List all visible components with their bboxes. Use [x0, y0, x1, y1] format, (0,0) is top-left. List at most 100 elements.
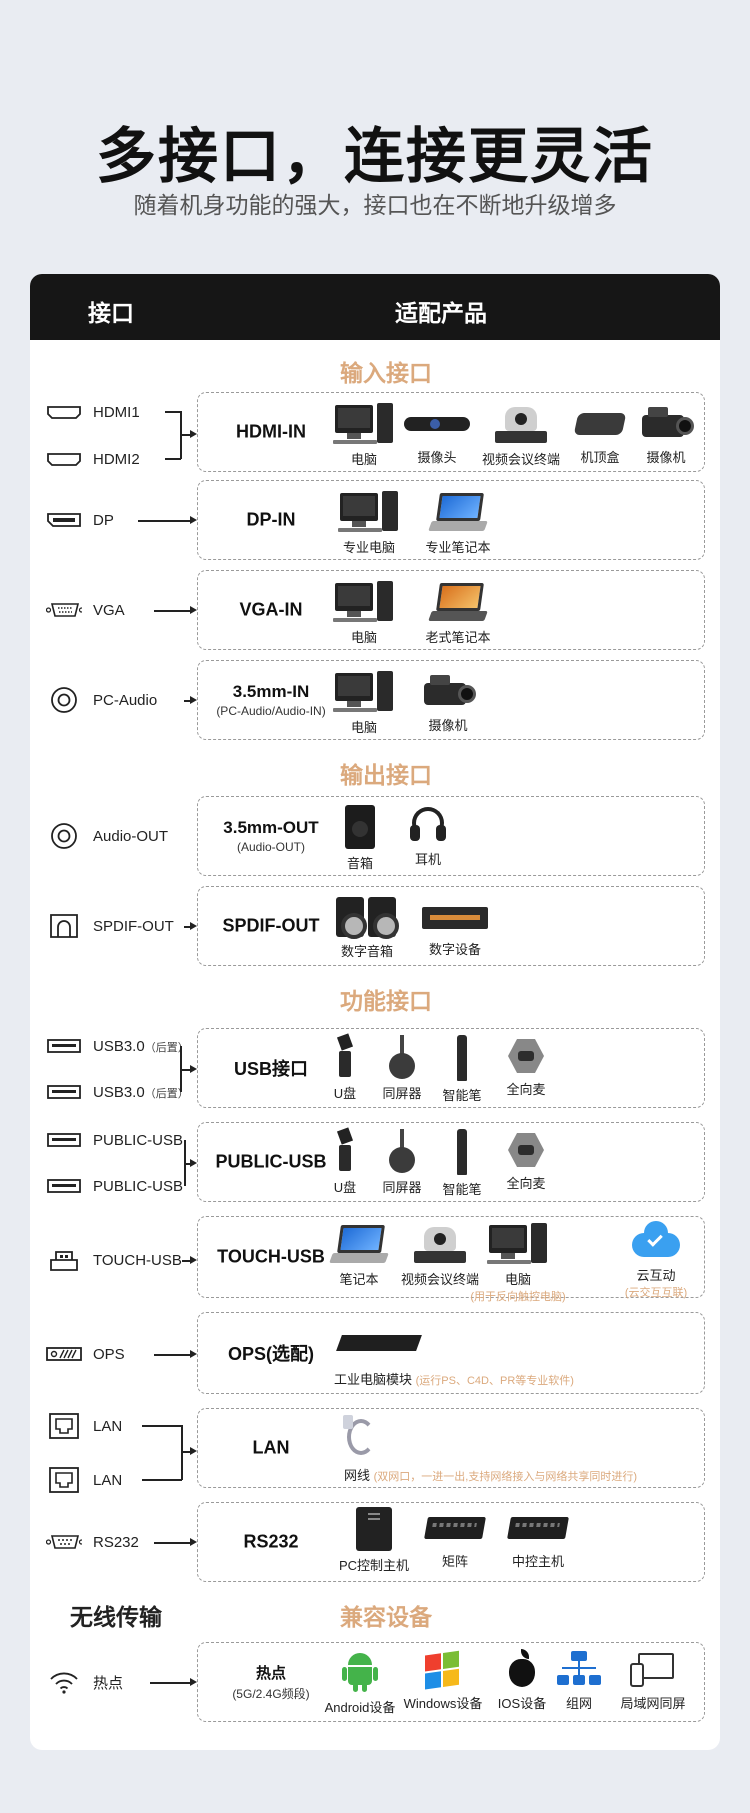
amplifier-icon: [420, 895, 490, 935]
product-box-hotspot: 热点 (5G/2.4G频段) Android设备 Windows设备 IOS设备…: [197, 1642, 705, 1722]
arrow-icon: [190, 1159, 197, 1167]
interface-name: LAN: [252, 1437, 290, 1458]
product-matrix: 矩阵: [420, 1507, 490, 1570]
product-box-pc-audio: 3.5mm-IN (PC-Audio/Audio-IN) 电脑 摄像机: [197, 660, 705, 740]
product-note: (运行PS、C4D、PR等专业软件): [415, 1375, 574, 1387]
arrow-icon: [190, 1256, 197, 1264]
product-box-usb3: USB接口 U盘 同屏器 智能笔 全向麦: [197, 1028, 705, 1108]
section-title-function: 功能接口: [340, 988, 432, 1014]
product-note: (云交互互联): [624, 1287, 688, 1299]
port-label: HDMI1: [93, 403, 140, 421]
connector-line: [142, 1425, 182, 1427]
port-label: USB3.0（后置）: [93, 1037, 189, 1055]
arrow-icon: [190, 1538, 197, 1546]
speaker-icon: [345, 805, 375, 849]
laptop-icon: [329, 1223, 389, 1265]
product-box-ops: OPS(选配) 工业电脑模块 (运行PS、C4D、PR等专业软件): [197, 1312, 705, 1394]
product-pc-touch: 电脑 (用于反向触控电脑): [466, 1223, 570, 1304]
product-network-cable-label: 网线 (双网口，一进一出,支持网络接入与网络共享同时进行): [344, 1468, 638, 1483]
port-label: 热点: [93, 1674, 124, 1692]
connector-line: [154, 1354, 190, 1356]
product-pc: 电脑: [332, 403, 396, 468]
usb-drive-icon: [335, 1033, 355, 1079]
ops-slot-icon: [46, 1342, 82, 1366]
column-header-interface: 接口: [88, 300, 134, 326]
ptz-camera-icon: [491, 403, 551, 445]
interface-table-card: 接口 适配产品 输入接口 HDMI1 HDMI2 HDMI-IN 电脑 摄像头 …: [30, 274, 720, 1750]
port-label: Audio-OUT: [93, 827, 169, 845]
product-box-public-usb: PUBLIC-USB U盘 同屏器 智能笔 全向麦: [197, 1122, 705, 1202]
cloud-icon: [628, 1221, 684, 1261]
connector-line: [154, 610, 190, 612]
interface-name: PUBLIC-USB: [215, 1151, 327, 1172]
ops-module-icon: [336, 1327, 422, 1357]
port-label: LAN: [93, 1471, 123, 1489]
vga-port-icon: [46, 598, 82, 622]
product-digital-device: 数字设备: [418, 895, 492, 958]
product-box-hdmi: HDMI-IN 电脑 摄像头 视频会议终端 机顶盒 摄像机: [197, 392, 705, 472]
camcorder-icon: [418, 671, 478, 711]
interface-name: USB接口: [233, 1059, 308, 1079]
product-smart-pen: 智能笔: [434, 1035, 490, 1104]
product-box-audio-out: 3.5mm-OUT (Audio-OUT) 音箱 耳机: [197, 796, 705, 876]
ethernet-port-icon: [46, 1412, 82, 1440]
product-conference-terminal: 视频会议终端: [478, 403, 564, 468]
page-title: 多接口，连接更灵活: [96, 123, 654, 190]
product-pc: 电脑: [332, 671, 396, 736]
product-conference-terminal: 视频会议终端: [396, 1223, 484, 1288]
headphones-icon: [408, 805, 448, 845]
port-label: LAN: [93, 1417, 123, 1435]
network-cable-icon: [341, 1415, 381, 1459]
usb-drive-icon: [335, 1127, 355, 1173]
product-central-control-host: 中控主机: [498, 1507, 578, 1570]
connector-line: [154, 1542, 190, 1544]
arrow-icon: [190, 922, 197, 930]
product-pro-laptop: 专业笔记本: [416, 491, 500, 556]
interface-name: SPDIF-OUT: [222, 915, 320, 936]
usb-port-icon: [46, 1174, 82, 1198]
webcam-icon: [404, 403, 470, 443]
port-label: VGA: [93, 601, 125, 619]
ethernet-port-icon: [46, 1466, 82, 1494]
product-box-lan: LAN 网线 (双网口，一进一出,支持网络接入与网络共享同时进行): [197, 1408, 705, 1488]
product-note: (双网口，一进一出,支持网络接入与网络共享同时进行): [373, 1471, 638, 1483]
connector-line: [182, 1260, 190, 1262]
arrow-icon: [190, 696, 197, 704]
product-old-laptop: 老式笔记本: [416, 581, 500, 646]
section-title-compatible: 兼容设备: [340, 1604, 432, 1630]
port-label: OPS: [93, 1345, 125, 1363]
rs232-port-icon: [46, 1530, 82, 1554]
port-label: PC-Audio: [93, 691, 158, 709]
product-smart-pen: 智能笔: [434, 1129, 490, 1198]
arrow-icon: [190, 1447, 197, 1455]
section-title-wireless: 无线传输: [70, 1604, 162, 1630]
connector-line: [142, 1479, 182, 1481]
port-label: TOUCH-USB: [93, 1251, 182, 1269]
connector-line: [181, 1425, 183, 1480]
product-box-rs232: RS232 PC控制主机 矩阵 中控主机: [197, 1502, 705, 1582]
connector-line: [150, 1682, 190, 1684]
wifi-icon: [46, 1670, 82, 1694]
port-label: USB3.0（后置）: [93, 1083, 189, 1101]
interface-name: VGA-IN: [239, 599, 303, 620]
port-label: DP: [93, 511, 114, 529]
usb-port-icon: [46, 1080, 82, 1104]
interface-name-sub: (5G/2.4G频段): [232, 1687, 310, 1701]
arrow-icon: [190, 516, 197, 524]
audio-jack-icon: [46, 823, 82, 849]
interface-name: TOUCH-USB: [217, 1246, 325, 1267]
product-speaker: 音箱: [338, 805, 382, 872]
connector-line: [180, 434, 190, 436]
matrix-switcher-icon: [424, 1507, 486, 1547]
connector-line: [138, 520, 190, 522]
omni-mic-icon: [504, 1035, 548, 1075]
computer-icon: [333, 581, 395, 623]
interface-name-sub: (Audio-OUT): [236, 840, 305, 854]
interface-name: DP-IN: [246, 509, 296, 530]
product-pc: 电脑: [332, 581, 396, 646]
arrow-icon: [190, 1065, 197, 1073]
table-header: 接口 适配产品: [30, 274, 720, 340]
connector-line: [180, 1069, 190, 1071]
smart-pen-icon: [457, 1129, 467, 1175]
connector-line: [184, 700, 190, 702]
